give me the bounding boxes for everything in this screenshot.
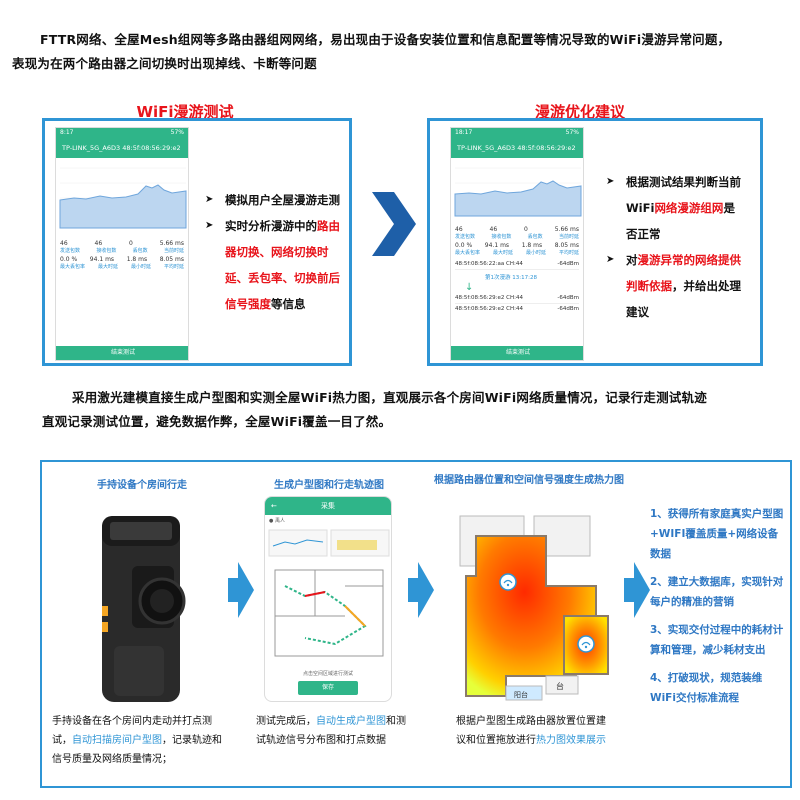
intro-line-2: 表现为在两个路由器之间切换时出现掉线、卡断等问题 [12, 56, 317, 71]
roam-test-bullets: 模拟用户全屋漫游走测 实时分析漫游中的路由器切换、网络切换时延、丢包率、切换前后… [205, 187, 345, 317]
step3-caption: 根据路由器位置和空间信号强度生成热力图 [434, 475, 624, 486]
wifi-heatmap-image: 台 阳台 [446, 506, 616, 706]
roam-opt-title: 漫游优化建议 [534, 103, 625, 121]
stats-labels-1: 发送包数接收包数丢包数当前时延 [60, 248, 184, 254]
balcony-label: 阳台 [514, 690, 528, 699]
status-time: 8:17 [60, 129, 74, 136]
step1-description: 手持设备在各个房间内走动并打点测试，自动扫描房间户型图，记录轨迹和信号质量及网络… [52, 716, 222, 765]
right-arrow-icon [228, 562, 254, 618]
floorplan-app-screenshot: ←采集 ● 禹人 点击空间区域进行测试 保存 [264, 496, 392, 702]
list-item: 48:5f:08:56:29:e2 CH:44-64dBm [455, 306, 579, 312]
signal-chart [59, 167, 187, 229]
bullet-1: 根据测试结果判断当前WiFi网络漫游组网是否正常 [606, 169, 746, 247]
battery-level: 57% [565, 129, 579, 136]
intro-paragraph: FTTR网络、全屋Mesh组网等多路由器组网网络，易出现由于设备安装位置和信息配… [12, 28, 792, 76]
app-hint: 点击空间区域进行测试 [302, 671, 353, 677]
bullet-1: 模拟用户全屋漫游走测 [205, 187, 345, 213]
results-list: 1、获得所有家庭真实户型图+WIFI覆盖质量+网络设备数据 2、建立大数据库，实… [650, 504, 784, 708]
heatmap-line-2: 直观记录测试位置，避免数据作弊，全屋WiFi覆盖一目了然。 [42, 414, 392, 429]
roam-test-panel: 8:17 57% TP-LINK_5G_A6D3 48:5f:08:56:29:e… [42, 118, 352, 366]
step1-caption: 手持设备个房间行走 [97, 480, 187, 491]
down-arrow-icon: ↓ [465, 282, 474, 293]
right-arrow-icon [372, 192, 416, 256]
floorplan-track-chart [268, 529, 390, 657]
step2-caption: 生成户型图和行走轨迹图 [274, 480, 384, 491]
end-test-button[interactable]: 结束测试 [56, 346, 188, 360]
roam-test-title: WiFi漫游测试 [136, 103, 234, 121]
signal-chart [454, 167, 582, 217]
stats-labels-2: 最大丢包率最大时延最小时延平均时延 [455, 250, 579, 256]
status-time: 18:17 [455, 129, 473, 136]
app-user-row: ● 禹人 [269, 518, 285, 524]
intro-line-1: FTTR网络、全屋Mesh组网等多路由器组网网络，易出现由于设备安装位置和信息配… [40, 32, 731, 47]
bullet-2: 实时分析漫游中的路由器切换、网络切换时延、丢包率、切换前后信号强度等信息 [205, 213, 345, 317]
user-icon: ● [269, 518, 274, 524]
roam-opt-phone-screenshot: 18:17 57% TP-LINK_5G_A6D3 48:5f:08:56:29:… [450, 127, 584, 361]
ssid-header: TP-LINK_5G_A6D3 48:5f:08:56:29:e2 [451, 140, 583, 158]
roam-opt-bullets: 根据测试结果判断当前WiFi网络漫游组网是否正常 对漫游异常的网络提供判断依据，… [606, 169, 746, 325]
roam-event: 第1次漫游 13:17:28 [485, 275, 537, 281]
result-item-3: 3、实现交付过程中的耗材计算和管理，减少耗材支出 [650, 624, 784, 656]
room-label: 台 [556, 681, 564, 691]
ssid-header: TP-LINK_5G_A6D3 48:5f:08:56:29:e2 [56, 140, 188, 158]
app-header: ←采集 [265, 497, 391, 515]
stats-labels-2: 最大丢包率最大时延最小时延平均时延 [60, 264, 184, 270]
step2-description: 测试完成后，自动生成户型图和测试轨迹信号分布图和打点数据 [256, 716, 406, 746]
right-arrow-icon [408, 562, 434, 618]
right-arrow-icon [624, 562, 650, 618]
roam-log: 48:5f:08:56:22:aa CH:44-64dBm 第1次漫游 13:1… [451, 256, 583, 317]
bullet-2: 对漫游异常的网络提供判断依据，并给出处理建议 [606, 247, 746, 325]
step3-description: 根据户型图生成路由器放置位置建议和位置拖放进行热力图效果展示 [456, 716, 606, 746]
battery-level: 57% [170, 129, 184, 136]
end-test-button[interactable]: 结束测试 [451, 346, 583, 360]
heatmap-paragraph: 采用激光建模直接生成户型图和实测全屋WiFi热力图，直观展示各个房间WiFi网络… [12, 386, 792, 434]
heatmap-line-1: 采用激光建模直接生成户型图和实测全屋WiFi热力图，直观展示各个房间WiFi网络… [72, 390, 707, 405]
router-icon [577, 635, 595, 653]
roam-test-phone-screenshot: 8:17 57% TP-LINK_5G_A6D3 48:5f:08:56:29:e… [55, 127, 189, 361]
handheld-scanner-image [102, 516, 186, 702]
roam-opt-panel: 18:17 57% TP-LINK_5G_A6D3 48:5f:08:56:29:… [427, 118, 763, 366]
back-icon[interactable]: ← [271, 502, 277, 510]
result-item-2: 2、建立大数据库，实现针对每户的精准的营销 [650, 576, 784, 608]
list-item: 48:5f:08:56:29:e2 CH:44-64dBm [455, 293, 579, 304]
stats-labels-1: 发送包数接收包数丢包数当前时延 [455, 234, 579, 240]
save-button[interactable]: 保存 [298, 681, 358, 695]
result-item-1: 1、获得所有家庭真实户型图+WIFI覆盖质量+网络设备数据 [650, 508, 784, 560]
router-icon [499, 573, 517, 591]
list-item: 48:5f:08:56:22:aa CH:44-64dBm [455, 259, 579, 270]
process-panel: 手持设备个房间行走 手持设备在各个房间内走动并打点测试，自动扫描房间户型图，记录… [40, 460, 792, 788]
result-item-4: 4、打破现状，规范装维WiFi交付标准流程 [650, 672, 763, 704]
